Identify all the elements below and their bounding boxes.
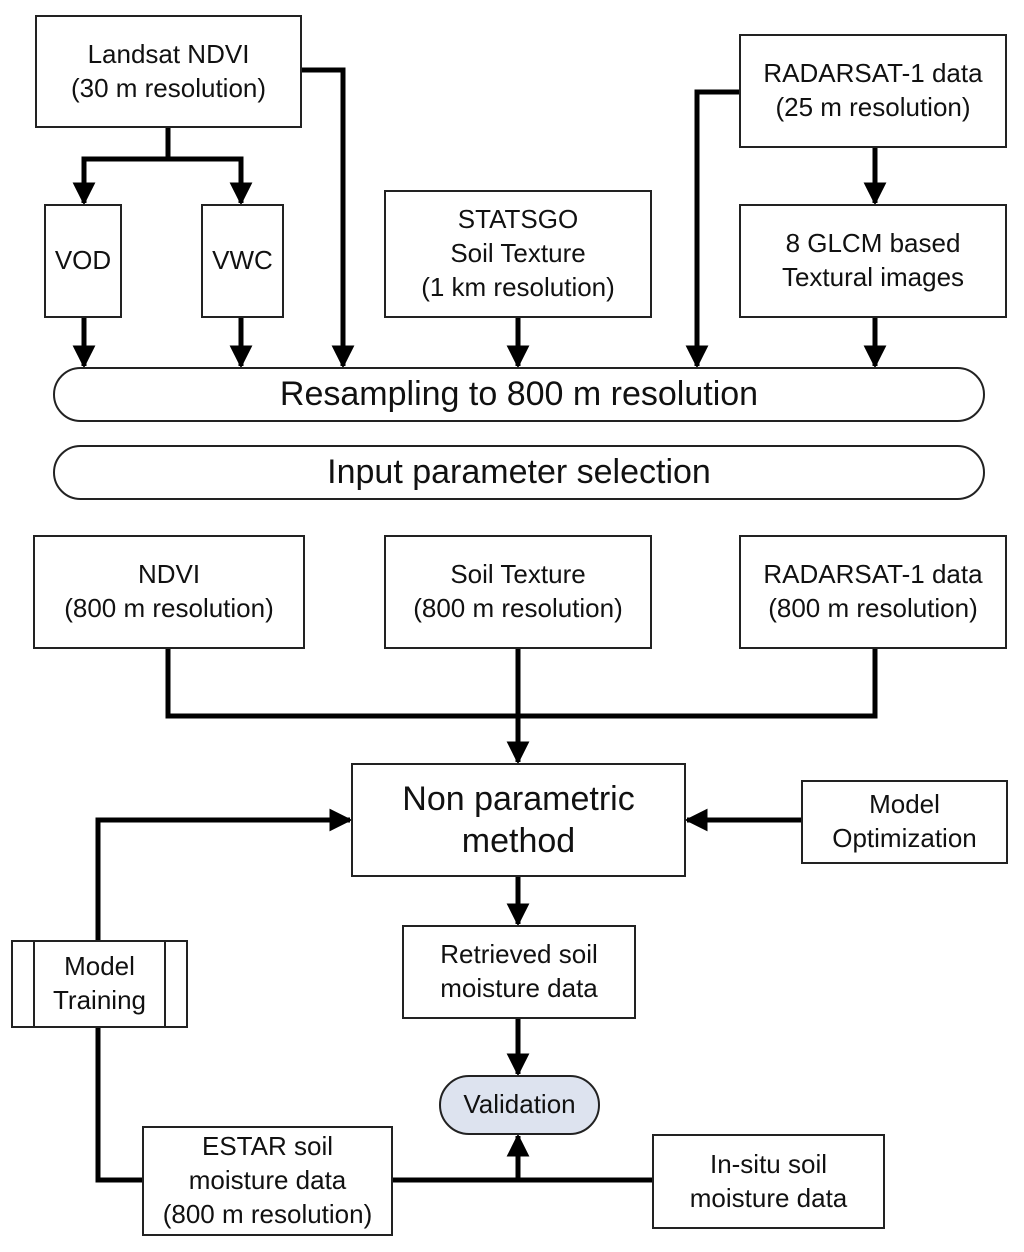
nonparametric-line-2: method: [461, 822, 576, 860]
soil-texture-800m-line-2: (800 m resolution): [413, 593, 623, 623]
input-selection-label: Input parameter selection: [327, 453, 711, 492]
glcm-line-1: 8 GLCM based: [785, 228, 961, 259]
connector-landsat-to-vod: [72, 156, 168, 206]
radarsat-800m-line-1: RADARSAT-1 data: [763, 559, 983, 590]
ndvi-800m-box: NDVI (800 m resolution): [33, 535, 305, 649]
retrieved-line-2: moisture data: [440, 973, 598, 1003]
estar-soil-moisture-box: ESTAR soil moisture data (800 m resoluti…: [142, 1126, 393, 1236]
model-training-left-rule: [33, 942, 35, 1026]
model-training-box: Model Training: [11, 940, 188, 1028]
connector-radarsat-to-resampling: [685, 89, 740, 369]
ndvi-800m-line-2: (800 m resolution): [64, 593, 274, 623]
vwc-label: VWC: [212, 245, 273, 276]
validation-label: Validation: [463, 1089, 576, 1120]
estar-line-1: ESTAR soil: [202, 1131, 333, 1162]
connector-ndvi800-merge: [165, 648, 878, 719]
connector-landsat-to-resampling: [300, 67, 355, 369]
soil-texture-800m-line-1: Soil Texture: [450, 559, 586, 590]
insitu-line-1: In-situ soil: [709, 1148, 828, 1179]
estar-line-3: (800 m resolution): [162, 1198, 373, 1229]
statsgo-line-3: (1 km resolution): [421, 271, 615, 302]
model-optimization-line-2: Optimization: [832, 823, 977, 853]
input-selection-bar: Input parameter selection: [53, 445, 985, 500]
model-training-line-1: Model: [64, 951, 135, 982]
radarsat-25m-line-2: (25 m resolution): [775, 92, 971, 122]
model-training-right-rule: [164, 942, 166, 1026]
landsat-ndvi-box: Landsat NDVI (30 m resolution): [35, 15, 302, 128]
radarsat-25m-box: RADARSAT-1 data (25 m resolution): [739, 34, 1007, 148]
retrieved-line-1: Retrieved soil: [440, 939, 598, 970]
nonparametric-method-box: Non parametric method: [351, 763, 686, 877]
resampling-bar: Resampling to 800 m resolution: [53, 367, 985, 422]
radarsat-800m-line-2: (800 m resolution): [768, 593, 978, 623]
glcm-line-2: Textural images: [781, 262, 965, 292]
nonparametric-line-1: Non parametric: [402, 779, 635, 818]
resampling-label: Resampling to 800 m resolution: [279, 375, 759, 414]
model-training-line-2: Training: [53, 985, 146, 1015]
statsgo-line-1: STATSGO: [457, 204, 579, 235]
connector-training-to-nonparam: [95, 808, 353, 940]
vod-label: VOD: [54, 245, 112, 276]
radarsat-800m-box: RADARSAT-1 data (800 m resolution): [739, 535, 1007, 649]
landsat-ndvi-line-1: Landsat NDVI: [87, 38, 250, 69]
insitu-line-2: moisture data: [689, 1182, 848, 1213]
ndvi-800m-line-1: NDVI: [137, 559, 201, 590]
vwc-box: VWC: [201, 204, 284, 318]
retrieved-soil-moisture-box: Retrieved soil moisture data: [402, 925, 636, 1019]
insitu-soil-moisture-box: In-situ soil moisture data: [652, 1134, 885, 1229]
statsgo-line-2: Soil Texture: [450, 238, 586, 269]
estar-line-2: moisture data: [188, 1165, 347, 1196]
validation-terminal: Validation: [439, 1075, 600, 1135]
connector-landsat-to-vwc: [168, 156, 253, 206]
glcm-box: 8 GLCM based Textural images: [739, 204, 1007, 318]
connector-estar-to-training: [95, 1028, 143, 1183]
model-optimization-box: Model Optimization: [801, 780, 1008, 864]
landsat-ndvi-line-2: (30 m resolution): [70, 72, 267, 103]
radarsat-25m-line-1: RADARSAT-1 data: [763, 58, 983, 89]
soil-texture-800m-box: Soil Texture (800 m resolution): [384, 535, 652, 649]
vod-box: VOD: [44, 204, 122, 318]
model-optimization-line-1: Model: [869, 789, 940, 820]
statsgo-box: STATSGO Soil Texture (1 km resolution): [384, 190, 652, 318]
